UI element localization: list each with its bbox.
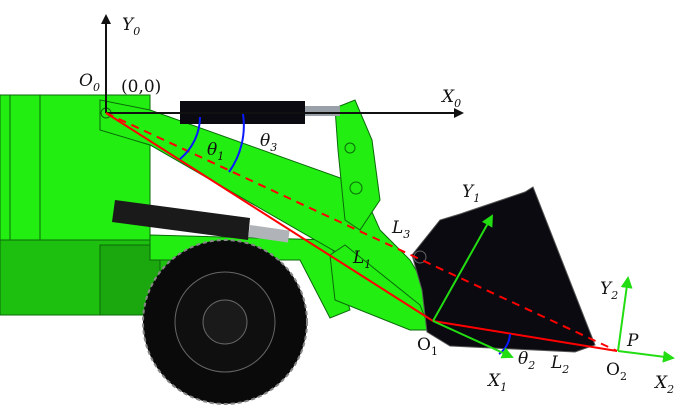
y1-axis: [432, 214, 493, 322]
y2-label: Y2: [600, 279, 618, 302]
origin-label: (0,0): [121, 77, 161, 97]
l1-label: L1: [352, 248, 371, 271]
lift-cylinder-rod: [305, 106, 340, 116]
o2-label: O2: [606, 360, 627, 383]
bucket: [411, 186, 596, 353]
o0-label: O0: [79, 71, 100, 94]
theta3-label: θ3: [260, 131, 277, 154]
theta2-label: θ2: [518, 349, 535, 372]
theta1-label: θ1: [207, 140, 224, 163]
tilt-cylinder: [112, 200, 250, 240]
o1-label: O1: [417, 335, 438, 358]
theta3-arc: [228, 113, 245, 173]
l3-label: L3: [391, 218, 410, 241]
x2-label: X2: [653, 373, 674, 396]
link-l1: [105, 112, 434, 322]
p-label: P: [626, 331, 639, 351]
x2-axis: [617, 350, 675, 363]
l2-label: L2: [550, 353, 569, 376]
x1-label: X1: [486, 371, 507, 394]
theta2-arc: [498, 333, 511, 355]
theta1-arc: [179, 116, 201, 160]
y2-axis: [617, 276, 633, 352]
x0-label: X0: [440, 87, 461, 110]
y0-label: Y0: [122, 15, 140, 38]
x1-axis: [432, 320, 514, 359]
wheel: [142, 239, 308, 405]
tilt-cylinder-rod: [248, 225, 290, 243]
link-l2: [432, 320, 618, 352]
y1-label: Y1: [462, 182, 480, 205]
link-l3: [105, 112, 618, 352]
